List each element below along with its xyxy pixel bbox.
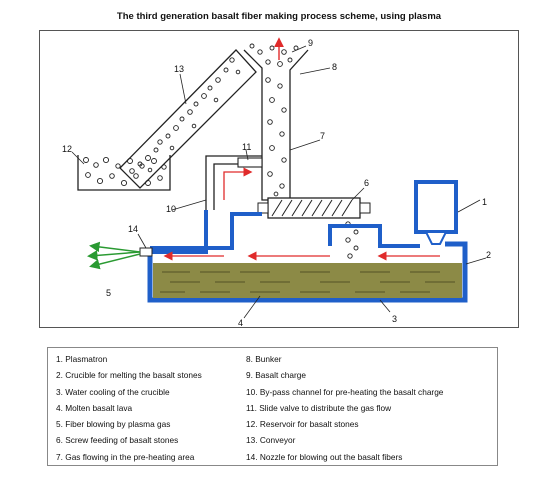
legend-item: 11. Slide valve to distribute the gas fl… xyxy=(246,402,392,413)
process-diagram: 1 2 3 4 5 6 7 8 9 10 11 12 13 14 xyxy=(62,37,491,328)
diagram-frame xyxy=(39,30,519,328)
conveyor xyxy=(119,49,257,189)
legend-item: 12. Reservoir for basalt stones xyxy=(246,419,359,430)
legend-item: 13. Conveyor xyxy=(246,435,296,446)
legend-item: 14. Nozzle for blowing out the basalt fi… xyxy=(246,451,403,462)
callout-12: 12 xyxy=(62,144,72,154)
callout-13: 13 xyxy=(174,64,184,74)
callout-9: 9 xyxy=(308,38,313,48)
legend-item: 1. Plasmatron xyxy=(56,354,108,364)
callout-6: 6 xyxy=(364,178,369,188)
callout-3: 3 xyxy=(392,314,397,324)
slide-valve xyxy=(237,157,263,168)
callout-10: 10 xyxy=(166,204,176,214)
legend-item: 10. By-pass channel for pre-heating the … xyxy=(246,386,444,397)
legend-table: 1. Plasmatron 2. Crucible for melting th… xyxy=(47,347,498,466)
legend-column-right: 8. Bunker 9. Basalt charge 10. By-pass c… xyxy=(246,351,443,465)
plasmatron xyxy=(414,180,458,245)
callout-2: 2 xyxy=(486,250,491,260)
legend-item: 8. Bunker xyxy=(246,354,282,364)
legend-item: 4. Molten basalt lava xyxy=(56,402,133,413)
legend-item: 5. Fiber blowing by plasma gas xyxy=(56,419,171,430)
callout-5: 5 xyxy=(106,288,111,298)
legend-column-left: 1. Plasmatron 2. Crucible for melting th… xyxy=(56,351,202,465)
legend-item: 3. Water cooling of the crucible xyxy=(56,386,170,397)
falling-stones xyxy=(345,221,359,259)
callout-numbers: 1 2 3 4 5 6 7 8 9 10 11 12 13 14 xyxy=(62,38,491,328)
stone-reservoir xyxy=(77,155,171,191)
reservoir-stones xyxy=(83,156,167,187)
diagram-title: The third generation basalt fiber making… xyxy=(116,11,442,22)
legend-item: 7. Gas flowing in the pre-heating area xyxy=(56,451,195,462)
callout-4: 4 xyxy=(238,318,243,328)
callout-1: 1 xyxy=(482,197,487,207)
legend-item: 2. Crucible for melting the basalt stone… xyxy=(56,370,202,381)
fiber-blowing-arrows xyxy=(87,241,141,270)
callout-8: 8 xyxy=(332,62,337,72)
legend-item: 6. Screw feeding of basalt stones xyxy=(56,435,179,446)
callout-11: 11 xyxy=(242,142,251,152)
legend-item: 9. Basalt charge xyxy=(246,370,306,381)
molten-lava xyxy=(153,263,462,298)
callout-7: 7 xyxy=(320,131,325,141)
basalt-charge xyxy=(249,43,299,197)
screw-feeder xyxy=(257,197,371,219)
conveyor-stones xyxy=(129,57,241,174)
callout-leaders xyxy=(71,45,487,319)
callout-14: 14 xyxy=(128,224,138,234)
nozzle xyxy=(139,247,153,257)
